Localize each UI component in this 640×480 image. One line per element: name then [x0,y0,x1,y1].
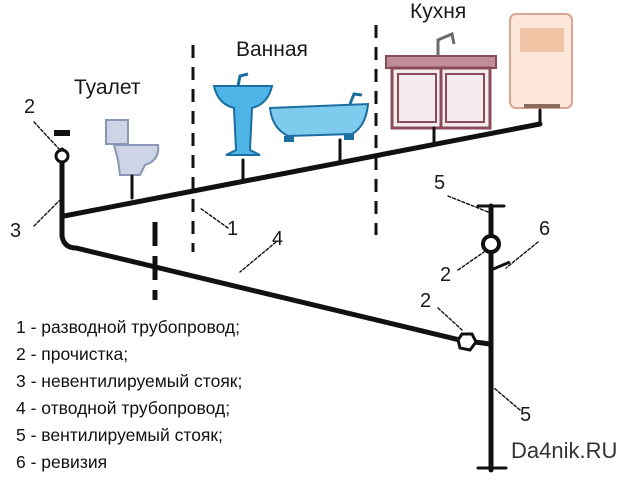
callout-drain-pipe: 4 [272,228,284,250]
legend-item: 2 - прочистка; [16,344,129,364]
pipe-network [33,108,543,473]
room-label-bathroom: Ванная [236,38,308,61]
room-label-toilet: Туалет [74,76,141,99]
callout-cleanout-top: 2 [24,96,36,118]
callout-distribution-pipe: 1 [227,218,239,240]
legend-item: 1 - разводной трубопровод; [16,317,240,337]
room-label-kitchen: Кухня [410,0,467,23]
cleanout-stack [481,234,501,254]
callout-revision: 6 [539,218,551,240]
callout-cleanout-bottom: 2 [420,290,432,312]
distribution-pipe [61,121,543,219]
kitchen-cabinet-fixture [385,31,497,130]
drain-pipe [59,233,493,347]
legend-item: 3 - невентилируемый стояк; [16,371,243,391]
toilet-fixture [105,119,160,176]
callout-cleanout-stack: 2 [440,264,452,286]
callout-vented-stack-bottom: 5 [520,404,532,426]
washbasin-fixture [212,72,274,156]
cleanout-bottom [456,332,478,352]
legend: 1 - разводной трубопровод; 2 - прочистка… [16,314,242,476]
cleanout-top [54,130,70,164]
legend-item: 4 - отводной трубопровод; [16,398,231,418]
callout-unvented-stack: 3 [10,220,22,242]
callout-vented-stack-top: 5 [434,172,446,194]
water-heater-fixture [509,13,573,109]
legend-item: 6 - ревизия [16,452,108,472]
bathtub-fixture [268,92,370,142]
revision-branch [490,260,511,272]
watermark: Da4nik.RU [511,438,618,463]
legend-item: 5 - вентилируемый стояк; [16,425,223,445]
